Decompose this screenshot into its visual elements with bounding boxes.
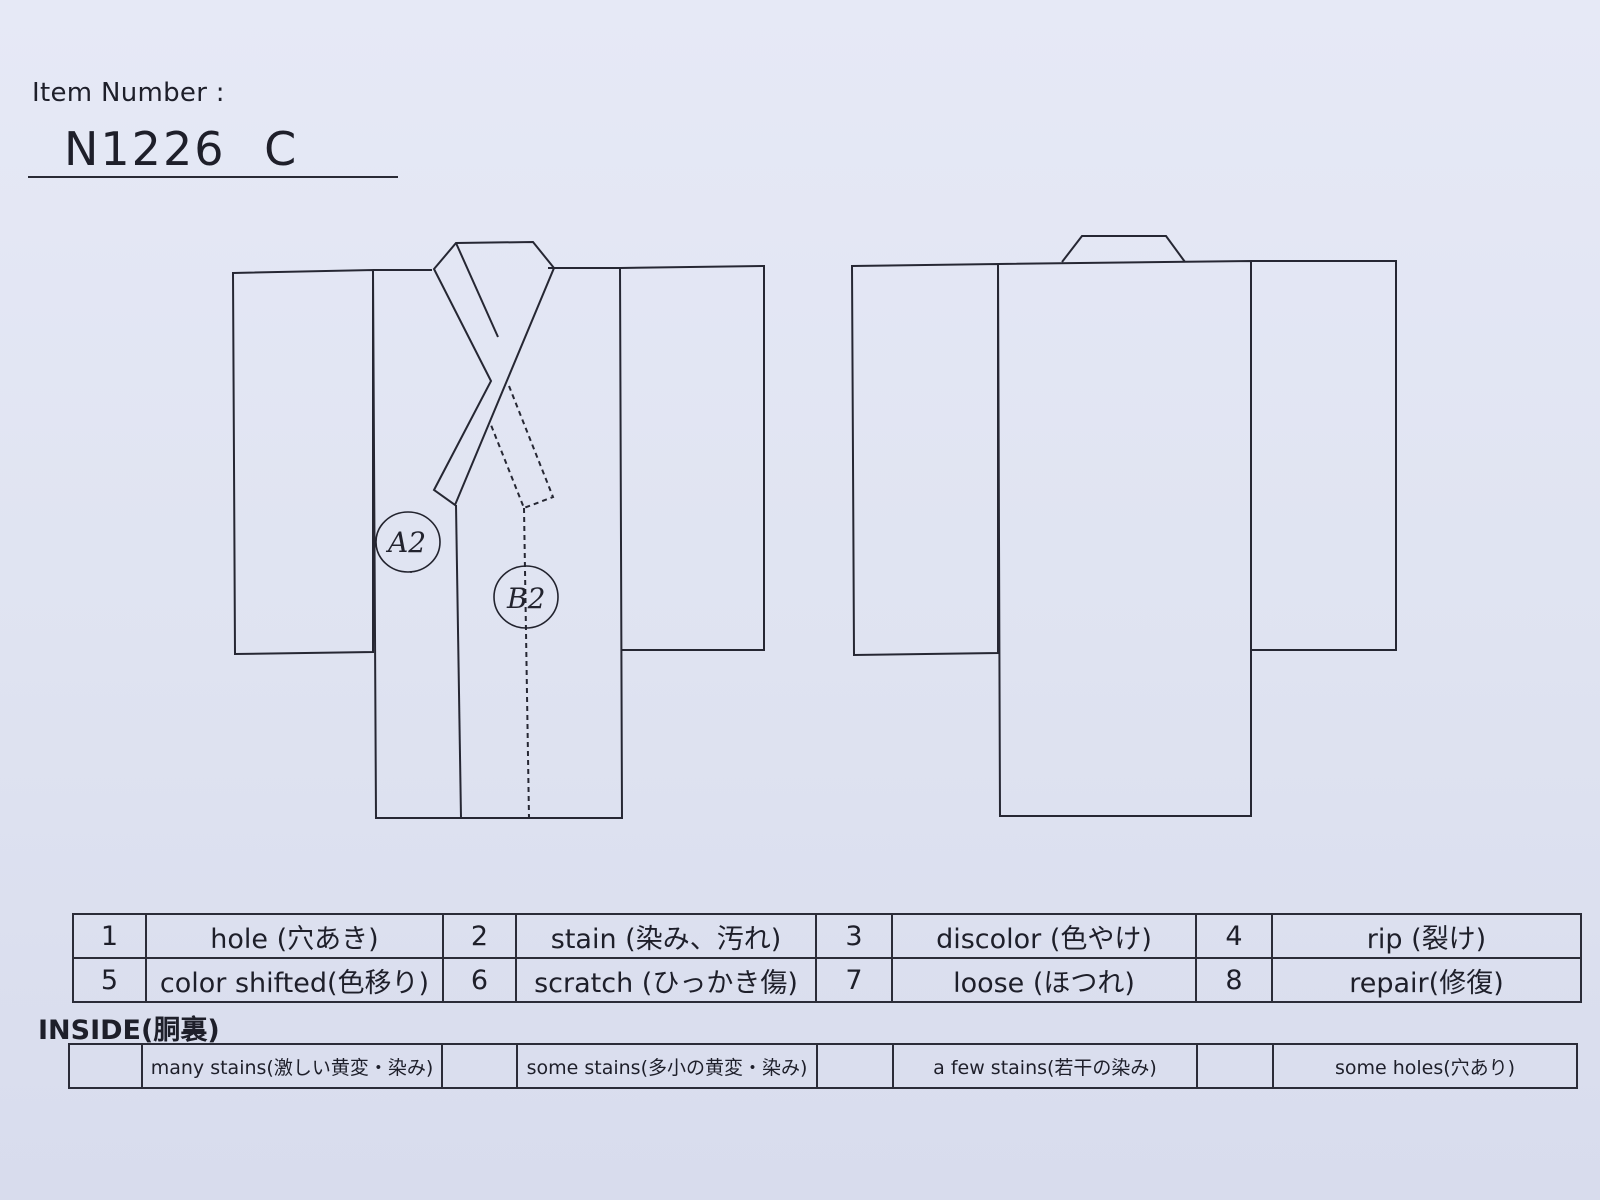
defect-label: stain (染み、汚れ) — [515, 913, 817, 959]
defect-number: 7 — [815, 957, 893, 1003]
front-overlap-line — [455, 504, 462, 819]
inside-checkbox[interactable] — [816, 1043, 894, 1089]
front-body — [372, 267, 624, 819]
defect-legend-row: 1 hole (穴あき) 2 stain (染み、汚れ) 3 discolor … — [72, 913, 1582, 959]
defect-label: rip (裂け) — [1271, 913, 1582, 959]
defect-label: loose (ほつれ) — [891, 957, 1197, 1003]
inside-condition-row: many stains(激しい黄変・染み) some stains(多小の黄変・… — [68, 1043, 1578, 1089]
inside-condition-table: many stains(激しい黄変・染み) some stains(多小の黄変・… — [68, 1043, 1578, 1089]
defect-label: discolor (色やけ) — [891, 913, 1197, 959]
item-number-underline — [28, 176, 398, 178]
kimono-front-view — [231, 240, 765, 819]
front-right-sleeve — [619, 264, 765, 651]
defect-label: scratch (ひっかき傷) — [515, 957, 817, 1003]
inside-checkbox[interactable] — [441, 1043, 518, 1089]
inside-option-label: some holes(穴あり) — [1272, 1043, 1578, 1089]
defect-number: 1 — [72, 913, 147, 959]
back-body — [997, 259, 1252, 817]
mark-b-circle — [493, 565, 559, 629]
back-right-sleeve — [1251, 260, 1397, 651]
defect-legend-row: 5 color shifted(色移り) 6 scratch (ひっかき傷) 7… — [72, 957, 1582, 1003]
front-center-seam — [523, 507, 530, 819]
mark-a-label: A2 — [385, 526, 426, 559]
defect-number: 5 — [72, 957, 147, 1003]
inside-section-title: INSIDE(胴裏) — [38, 1015, 220, 1046]
kimono-back-view — [850, 235, 1397, 817]
front-collar-inner-line — [455, 242, 499, 338]
defect-label: color shifted(色移り) — [145, 957, 444, 1003]
defect-number: 6 — [442, 957, 517, 1003]
item-number-label: Item Number : — [32, 78, 225, 108]
back-left-sleeve — [850, 262, 999, 657]
inside-checkbox[interactable] — [68, 1043, 143, 1089]
front-collar — [432, 240, 556, 507]
defect-number: 3 — [815, 913, 893, 959]
defect-legend-table: 1 hole (穴あき) 2 stain (染み、汚れ) 3 discolor … — [72, 913, 1582, 1003]
defect-number: 8 — [1195, 957, 1273, 1003]
mark-a-circle — [375, 511, 441, 573]
inside-checkbox[interactable] — [1196, 1043, 1274, 1089]
mark-b-label: B2 — [506, 582, 545, 615]
inside-option-label: a few stains(若干の染み) — [892, 1043, 1198, 1089]
defect-number: 4 — [1195, 913, 1273, 959]
inside-option-label: many stains(激しい黄変・染み) — [141, 1043, 443, 1089]
front-hidden-collar — [490, 385, 555, 510]
item-number-value: N1226 C — [64, 122, 299, 176]
defect-label: repair(修復) — [1271, 957, 1582, 1003]
front-left-sleeve — [231, 268, 374, 656]
defect-label: hole (穴あき) — [145, 913, 444, 959]
defect-marks — [375, 511, 559, 629]
back-collar — [1061, 235, 1186, 263]
defect-number: 2 — [442, 913, 517, 959]
inside-option-label: some stains(多小の黄変・染み) — [516, 1043, 818, 1089]
